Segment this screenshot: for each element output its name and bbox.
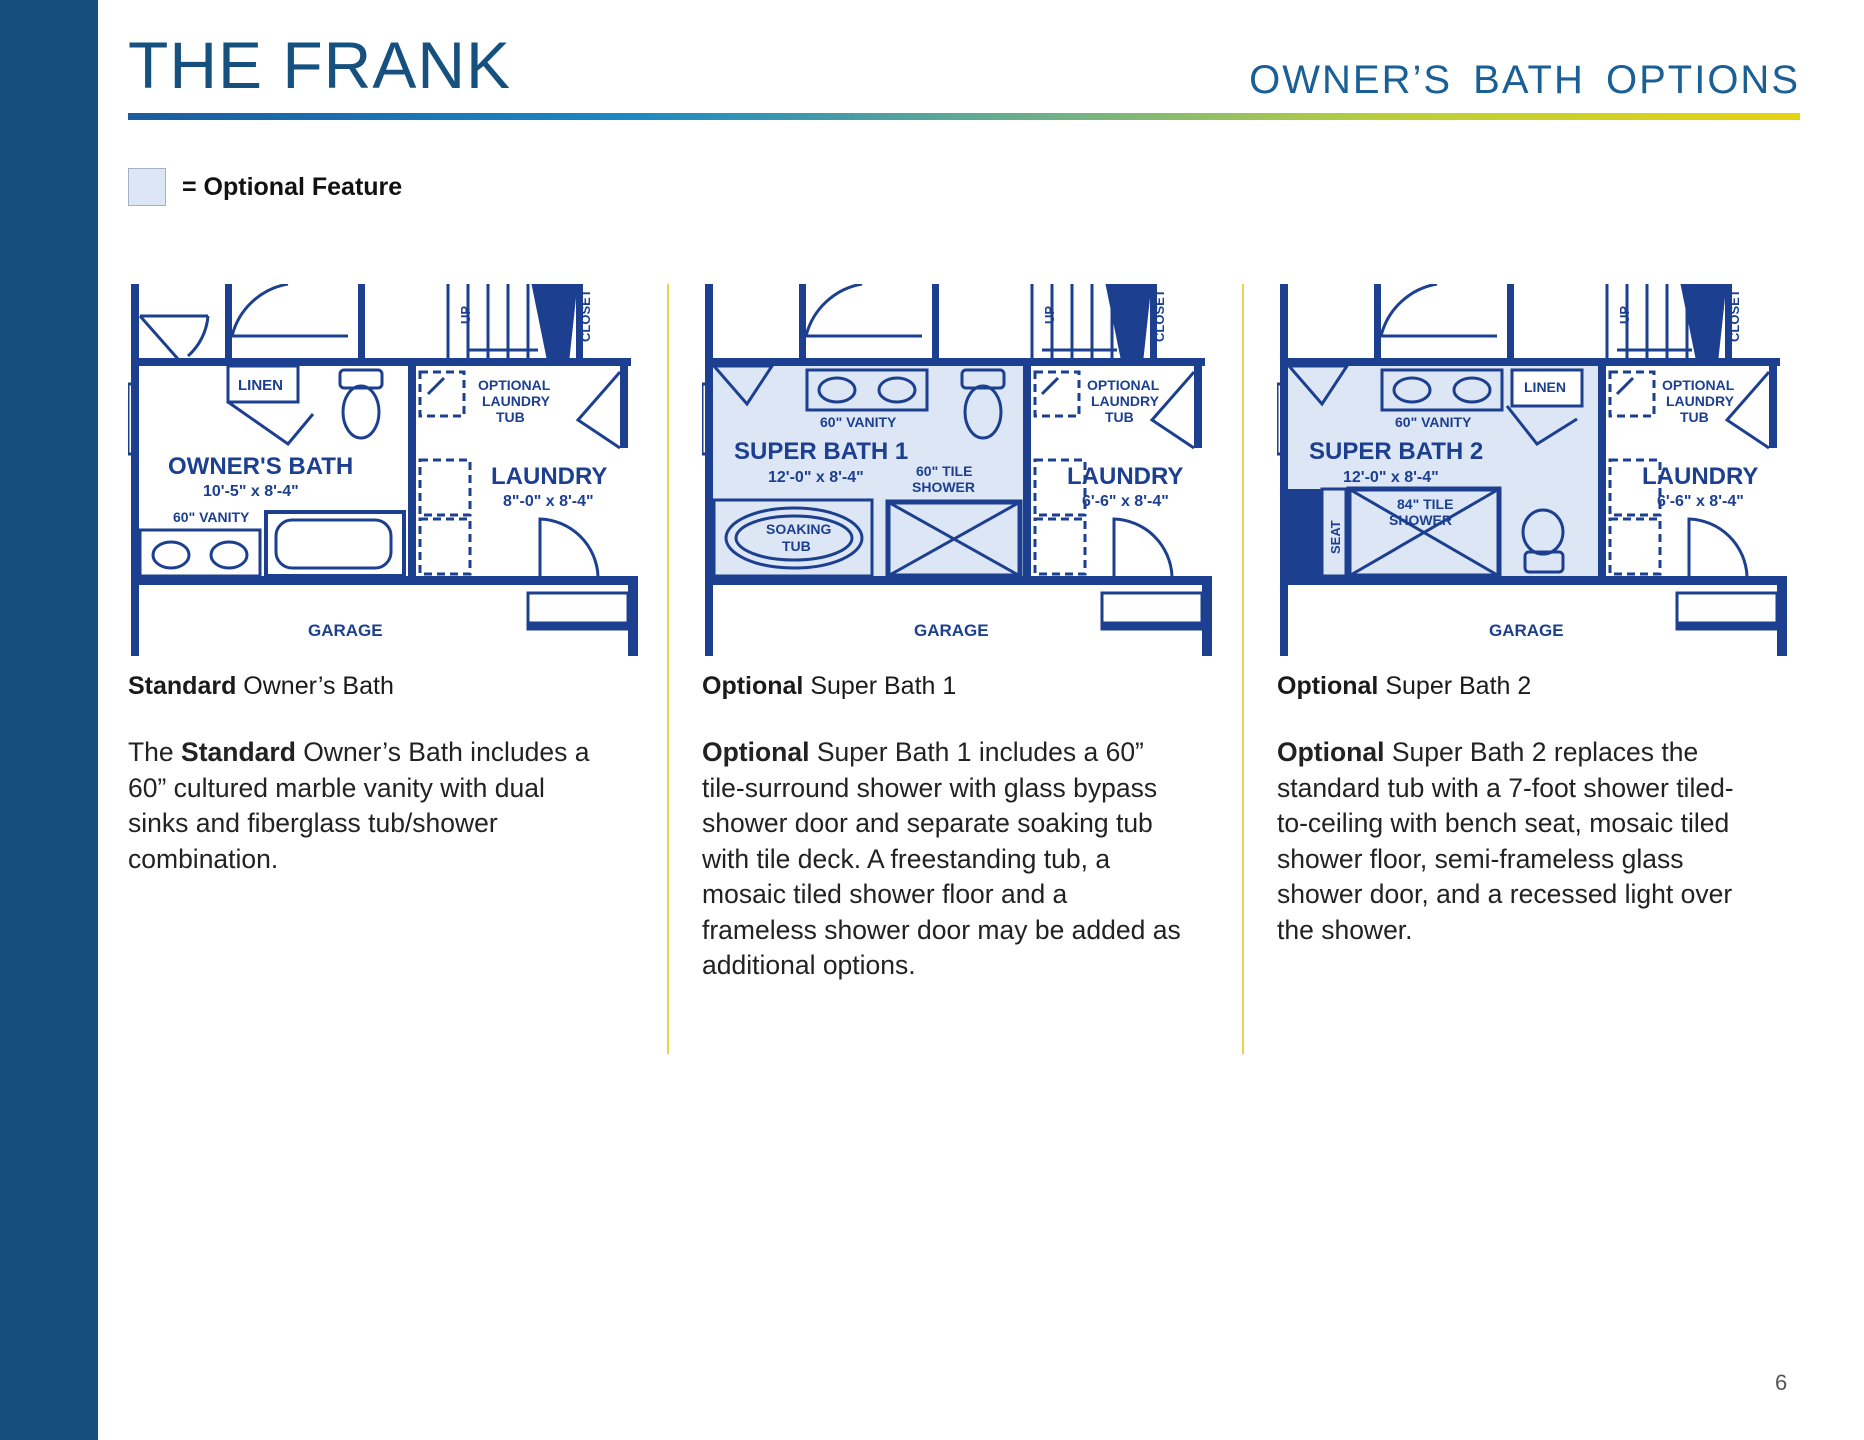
- plan-caption: Optional Super Bath 1: [702, 672, 957, 700]
- laundry-tub-label-1: OPTIONAL: [1662, 377, 1735, 393]
- legend-label: = Optional Feature: [182, 172, 403, 201]
- super-bath-2-column: LINEN 60" VANITY SUPER BATH 2 12'-0" x 8…: [1277, 284, 1797, 948]
- garage-label: GARAGE: [914, 621, 989, 640]
- laundry-tub-label-2: LAUNDRY: [1666, 393, 1735, 409]
- optional-feature-swatch: [128, 168, 166, 206]
- shower-label-1: 60" TILE: [916, 463, 972, 479]
- plan-description: Optional Super Bath 1 includes a 60” til…: [702, 737, 1181, 980]
- super-bath-1-floor-plan: 60" VANITY SUPER BATH 1 12'-0" x 8'-4" 6…: [702, 284, 1212, 656]
- room-label: SUPER BATH 2: [1309, 438, 1483, 465]
- page-number: 6: [1775, 1370, 1788, 1395]
- up-label: UP: [1042, 306, 1057, 324]
- up-label: UP: [458, 306, 473, 324]
- standard-bath-column: LINEN OWNER'S BATH 10'-5" x 8'-4" 60" VA…: [128, 284, 648, 877]
- plan-caption: Optional Super Bath 2: [1277, 672, 1532, 700]
- column-divider: [1242, 284, 1244, 1054]
- plan-description: The Standard Owner’s Bath includes a 60”…: [128, 737, 590, 874]
- closet-label: CLOSET: [578, 289, 593, 342]
- laundry-tub-label-1: OPTIONAL: [1087, 377, 1160, 393]
- shower-label-2: SHOWER: [1389, 512, 1452, 528]
- closet-label: CLOSET: [1152, 289, 1167, 342]
- vanity-label: 60" VANITY: [1395, 414, 1472, 430]
- page-title: THE FRANK: [128, 28, 512, 102]
- laundry-tub-label-3: TUB: [1105, 409, 1134, 425]
- seat-label: SEAT: [1328, 520, 1343, 554]
- standard-bath-floor-plan: LINEN OWNER'S BATH 10'-5" x 8'-4" 60" VA…: [128, 284, 638, 656]
- laundry-size-label: 6'-6" x 8'-4": [1657, 493, 1744, 510]
- plan-caption: Standard Owner’s Bath: [128, 672, 394, 700]
- vanity-label: 60" VANITY: [820, 414, 897, 430]
- laundry-label: LAUNDRY: [1067, 463, 1183, 490]
- laundry-size-label: 8"-0" x 8'-4": [503, 493, 594, 510]
- sidebar-band: [0, 0, 98, 1440]
- room-label: SUPER BATH 1: [734, 438, 908, 465]
- tub-label-2: TUB: [782, 538, 811, 554]
- laundry-tub-label-3: TUB: [1680, 409, 1709, 425]
- shower-label-2: SHOWER: [912, 479, 975, 495]
- vanity-label: 60" VANITY: [173, 509, 250, 525]
- room-size-label: 10'-5" x 8'-4": [203, 483, 299, 500]
- laundry-size-label: 6'-6" x 8'-4": [1082, 493, 1169, 510]
- legend: = Optional Feature: [128, 168, 402, 206]
- laundry-tub-label-3: TUB: [496, 409, 525, 425]
- room-size-label: 12'-0" x 8'-4": [1343, 469, 1439, 486]
- laundry-label: LAUNDRY: [491, 463, 607, 490]
- super-bath-1-column: 60" VANITY SUPER BATH 1 12'-0" x 8'-4" 6…: [702, 284, 1222, 984]
- laundry-tub-label-1: OPTIONAL: [478, 377, 551, 393]
- laundry-tub-label-2: LAUNDRY: [1091, 393, 1160, 409]
- closet-label: CLOSET: [1727, 289, 1742, 342]
- page-subtitle: OWNER’S BATH OPTIONS: [1249, 58, 1800, 102]
- garage-label: GARAGE: [1489, 621, 1564, 640]
- laundry-label: LAUNDRY: [1642, 463, 1758, 490]
- plan-description: Optional Super Bath 2 replaces the stand…: [1277, 737, 1734, 945]
- garage-label: GARAGE: [308, 621, 383, 640]
- up-label: UP: [1617, 306, 1632, 324]
- linen-label: LINEN: [238, 377, 283, 394]
- gradient-rule: [128, 113, 1800, 120]
- tub-label-1: SOAKING: [766, 521, 831, 537]
- shower-label-1: 84" TILE: [1397, 496, 1453, 512]
- super-bath-2-floor-plan: LINEN 60" VANITY SUPER BATH 2 12'-0" x 8…: [1277, 284, 1787, 656]
- laundry-tub-label-2: LAUNDRY: [482, 393, 551, 409]
- room-label: OWNER'S BATH: [168, 453, 353, 480]
- room-size-label: 12'-0" x 8'-4": [768, 469, 864, 486]
- column-divider: [667, 284, 669, 1054]
- linen-label: LINEN: [1524, 379, 1566, 395]
